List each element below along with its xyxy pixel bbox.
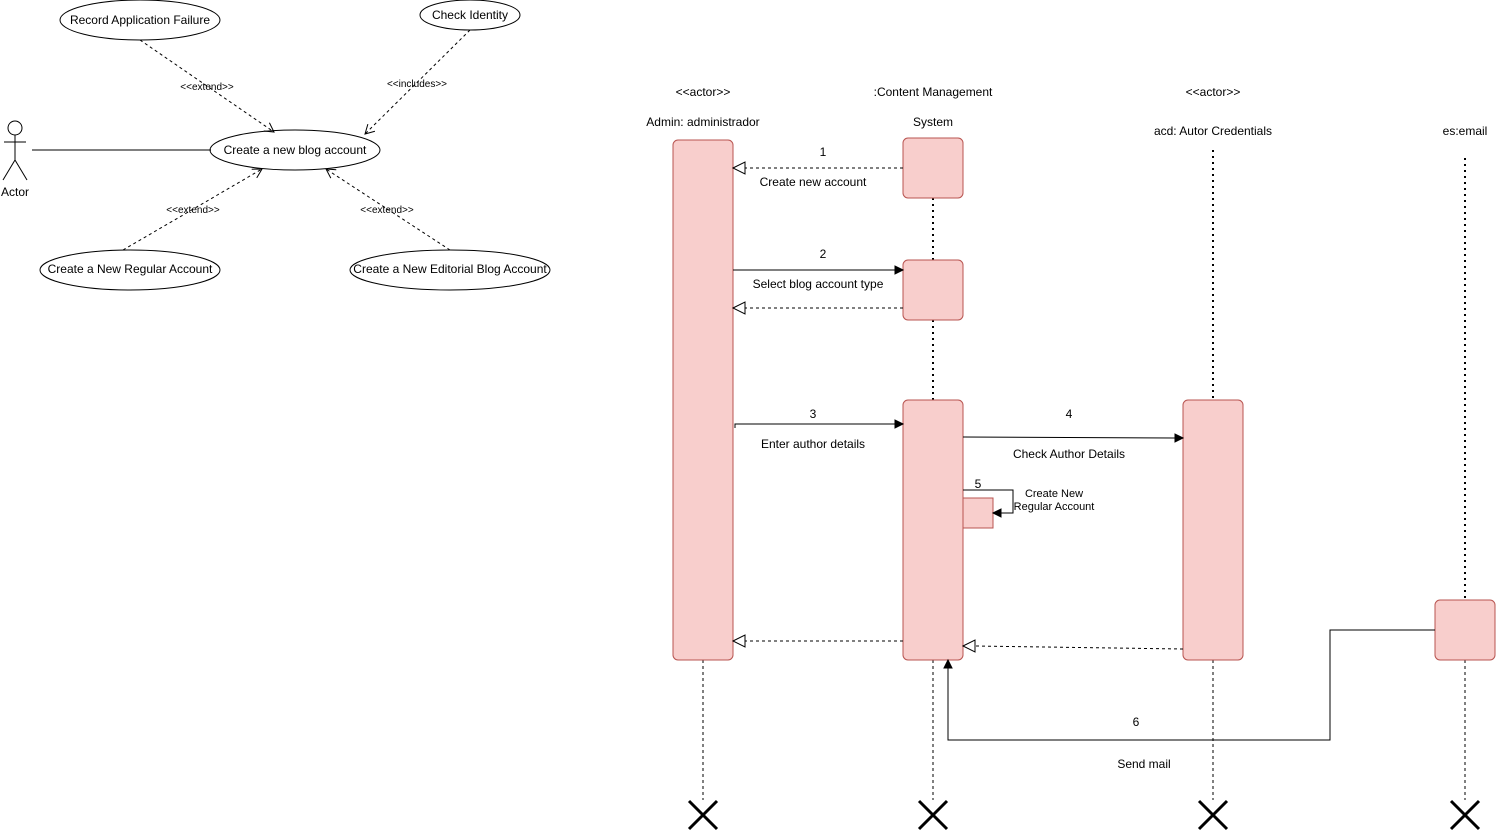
usecase-record-failure[interactable]: Record Application Failure (59, 0, 221, 41)
cms-destroy-marker (917, 799, 949, 831)
message-5-label-line1: Create New (1025, 488, 1083, 500)
actor-label: Actor (1, 185, 29, 199)
message-1[interactable]: 1 Create new account (731, 145, 903, 189)
message-5[interactable]: 5 Create New Regular Account (963, 477, 1095, 518)
message-2-return[interactable] (731, 301, 903, 315)
message-4-arrowhead (1174, 433, 1185, 443)
message-3-label: Enter author details (761, 437, 865, 451)
message-4-number: 4 (1066, 407, 1073, 421)
usecase-check-identity[interactable]: Check Identity (419, 0, 521, 31)
message-5-line (963, 489, 1014, 514)
acd-to-cms-return-line (974, 645, 1184, 650)
email-lifeline-name: es:email (1443, 124, 1488, 138)
cms-to-admin-return-arrowhead (731, 634, 746, 648)
message-5-label-line2: Regular Account (1014, 501, 1095, 513)
cms-lifeline-name-line1: :Content Management (874, 85, 993, 99)
cms-activation-3[interactable] (902, 399, 964, 661)
acd-lifeline-name: acd: Autor Credentials (1154, 124, 1272, 138)
message-2-return-arrowhead (731, 301, 746, 315)
email-destroy-marker (1449, 799, 1481, 831)
message-3-arrowhead (894, 419, 905, 429)
acd-stereotype: <<actor>> (1186, 85, 1241, 99)
message-3-line (734, 423, 895, 428)
cms-activation-2[interactable] (902, 259, 964, 321)
admin-activation[interactable] (672, 139, 734, 661)
cms-lifeline-name-line2: System (913, 115, 953, 129)
acd-to-cms-return[interactable] (961, 639, 1184, 653)
admin-destroy-marker (687, 799, 719, 831)
acd-to-cms-return-arrowhead (961, 639, 976, 653)
message-2-label: Select blog account type (753, 277, 884, 291)
actor-right-leg (14, 159, 28, 181)
usecase-create-blog-account[interactable]: Create a new blog account (209, 129, 381, 171)
cms-to-admin-return[interactable] (731, 634, 903, 648)
message-5-number: 5 (975, 477, 982, 491)
extend-regular-account-label: <<extend>> (166, 205, 220, 216)
actor-left-leg (2, 159, 16, 181)
acd-activation[interactable] (1182, 399, 1244, 661)
message-6-line (947, 629, 1435, 741)
usecase-editorial-account[interactable]: Create a New Editorial Blog Account (349, 249, 551, 291)
use-case-diagram: Actor Create a new blog account Record A… (1, 0, 551, 291)
usecase-record-failure-label: Record Application Failure (70, 13, 210, 27)
message-2[interactable]: 2 Select blog account type (733, 247, 905, 291)
extend-editorial-account-arrow (325, 168, 451, 251)
message-3[interactable]: 3 Enter author details (734, 407, 905, 451)
message-6-label: Send mail (1117, 757, 1170, 771)
message-4-line (962, 436, 1176, 439)
acd-destroy-marker (1197, 799, 1229, 831)
usecase-check-identity-label: Check Identity (432, 8, 508, 22)
includes-check-identity-label: <<includes>> (387, 79, 447, 90)
message-5-arrowhead (991, 508, 1002, 518)
actor-figure[interactable]: Actor (1, 120, 29, 199)
extend-editorial-account-label: <<extend>> (360, 205, 414, 216)
cms-activation-1[interactable] (902, 137, 964, 199)
includes-check-identity-arrow (364, 29, 471, 135)
message-1-arrowhead (731, 161, 746, 175)
extend-regular-account-arrow (122, 168, 263, 251)
message-6-number: 6 (1133, 715, 1140, 729)
message-6[interactable]: 6 Send mail (943, 629, 1435, 771)
actor-head (7, 120, 23, 136)
message-6-arrowhead (943, 658, 953, 669)
message-4[interactable]: 4 Check Author Details (962, 407, 1185, 461)
admin-lifeline-name: Admin: administrador (646, 115, 759, 129)
admin-stereotype: <<actor>> (676, 85, 731, 99)
message-4-label: Check Author Details (1013, 447, 1125, 461)
usecase-create-blog-account-label: Create a new blog account (224, 143, 367, 157)
usecase-editorial-account-label: Create a New Editorial Blog Account (353, 262, 547, 276)
message-3-number: 3 (810, 407, 817, 421)
usecase-regular-account[interactable]: Create a New Regular Account (39, 249, 221, 291)
message-1-label: Create new account (760, 175, 867, 189)
message-1-number: 1 (820, 145, 827, 159)
usecase-regular-account-label: Create a New Regular Account (48, 262, 213, 276)
email-activation[interactable] (1434, 599, 1496, 661)
message-2-number: 2 (820, 247, 827, 261)
sequence-diagram: <<actor>> Admin: administrador :Content … (646, 85, 1496, 831)
message-2-arrowhead (894, 265, 905, 275)
extend-record-failure-label: <<extend>> (180, 82, 234, 93)
cms-self-call-activation[interactable] (962, 497, 994, 529)
